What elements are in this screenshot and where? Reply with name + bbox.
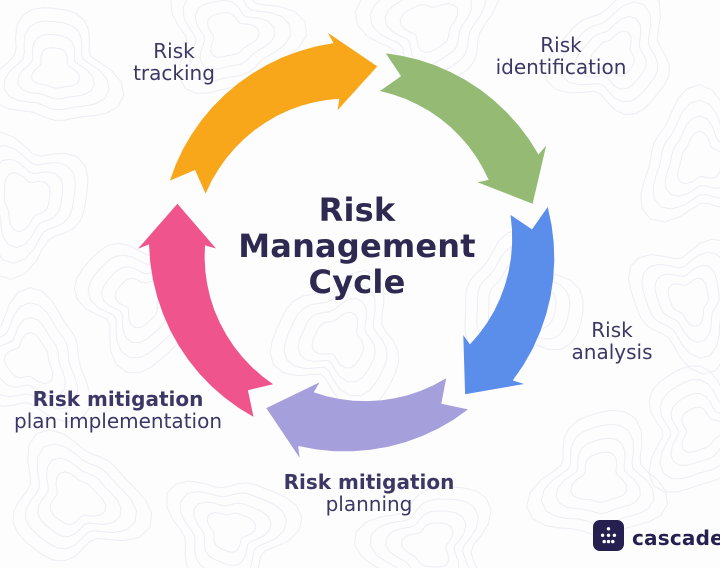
arrow-risk-tracking [169, 32, 378, 194]
diagram-title-line: Management [238, 226, 476, 265]
cascade-dots-icon [593, 520, 624, 555]
contour-line [589, 30, 635, 77]
label-risk-tracking: Risk tracking [133, 39, 215, 85]
contour-line [206, 12, 260, 58]
contour-line [0, 7, 125, 121]
diagram-title-line: Risk [318, 191, 396, 229]
contour-line [166, 480, 303, 568]
contour-line [628, 238, 720, 375]
contour-line [559, 1, 659, 103]
contour-line [17, 33, 95, 100]
contour-line [353, 486, 492, 568]
contour-line [194, 0, 276, 70]
label-line: planning [325, 491, 413, 516]
contour-line [544, 0, 670, 116]
contour-line [49, 471, 107, 525]
contour-line [385, 510, 467, 568]
label-line: Risk mitigation [32, 387, 204, 411]
contour-line [12, 429, 153, 562]
label-risk-mitigation-plan-implementation: Risk mitigation plan implementation [13, 387, 223, 433]
arrow-risk-mitigation-plan-implementation [138, 203, 274, 417]
contour-line [574, 15, 647, 90]
label-line: analysis [571, 339, 653, 364]
contour-line [297, 297, 376, 383]
contour-line [114, 277, 164, 328]
contour-line [640, 84, 720, 223]
contour-line [400, 522, 454, 568]
contour-line [641, 251, 720, 359]
contour-line [182, 0, 292, 82]
contour-line [311, 311, 365, 369]
contour-line [648, 365, 720, 493]
contour-line [37, 457, 122, 538]
contour-line [3, 20, 110, 111]
contour-line [540, 423, 655, 526]
contour-line [0, 316, 66, 397]
contour-line [193, 501, 272, 566]
contour-line [369, 498, 479, 568]
contour-line [399, 2, 459, 53]
label-risk-analysis: Risk analysis [571, 318, 653, 364]
label-line: Risk mitigation [283, 470, 455, 494]
contour-line [654, 264, 720, 343]
contour-line [664, 115, 720, 197]
contour-line [667, 277, 709, 328]
contour-line [555, 437, 641, 514]
contour-line [354, 0, 500, 95]
label-line: Risk [591, 318, 633, 342]
contour-line [31, 47, 81, 89]
contour-line [0, 144, 76, 264]
contour-line [681, 406, 720, 453]
contour-line [207, 511, 257, 553]
diagram-title-line: Cycle [308, 262, 406, 301]
label-line: Risk [153, 39, 195, 63]
contour-line [384, 0, 472, 67]
contour-line [0, 131, 89, 280]
contour-line [369, 0, 486, 81]
contour-line [179, 490, 288, 568]
contour-line [283, 283, 388, 397]
contour-line [677, 130, 720, 185]
contour-line [670, 393, 720, 466]
cascade-logo: cascade [593, 520, 720, 555]
contour-line [3, 172, 51, 233]
contour-line [3, 331, 54, 385]
cascade-logo-text: cascade [632, 525, 720, 550]
diagram-title: Risk Management Cycle [238, 191, 476, 301]
contour-line [570, 451, 628, 503]
label-line: tracking [133, 60, 215, 85]
contour-line [0, 158, 64, 249]
arrow-risk-mitigation-planning [266, 378, 468, 458]
arrow-risk-analysis [463, 207, 555, 395]
contour-line [0, 302, 79, 410]
contour-line [526, 409, 668, 537]
label-risk-identification: Risk identification [495, 33, 627, 79]
label-line: plan implementation [13, 408, 223, 433]
label-risk-mitigation-planning: Risk mitigation planning [283, 470, 455, 516]
arrow-risk-identification [379, 53, 547, 204]
contour-line [659, 379, 720, 480]
label-line: identification [495, 54, 627, 79]
contour-line [652, 99, 720, 210]
contour-line [0, 287, 91, 423]
contour-line [24, 443, 137, 550]
label-line: Risk [540, 33, 582, 57]
